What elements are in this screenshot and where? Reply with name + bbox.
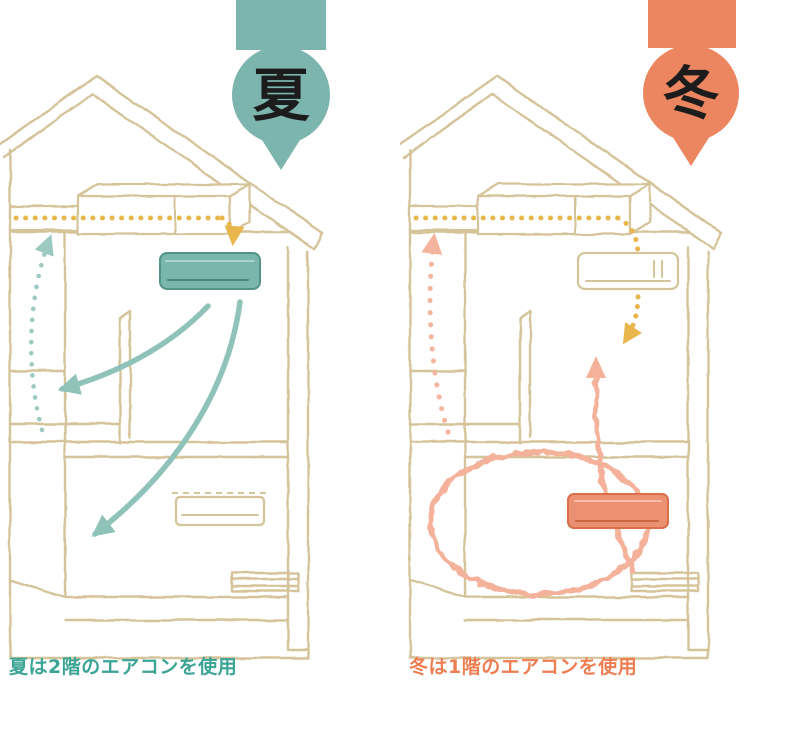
- winter-panel: 冬 冬は1階のエアコンを使用: [400, 0, 800, 742]
- badge-stem: [648, 0, 736, 48]
- summer-badge: 夏: [232, 0, 330, 170]
- cool-airflow-arrow-short: [57, 303, 211, 395]
- badge-stem: [236, 0, 326, 50]
- return-airflow-dotted-arrow: [421, 232, 451, 435]
- warm-air-circulation: [427, 373, 651, 597]
- second-floor-ac-unit-inactive: [576, 251, 680, 291]
- winter-house-illustration: 冬: [400, 0, 739, 660]
- summer-panel: 夏 夏は2階のエアコンを使用: [0, 0, 330, 678]
- duct-to-ac-arrow: [219, 215, 245, 246]
- summer-badge-label: 夏: [253, 63, 311, 129]
- ceiling-duct: [8, 182, 252, 236]
- first-floor-ac-unit-inactive: [172, 492, 268, 527]
- ceiling-duct: [408, 182, 652, 236]
- return-airflow-dotted-arrow: [28, 234, 54, 433]
- summer-house-illustration: 夏: [0, 0, 330, 660]
- cool-airflow-arrow-long: [91, 299, 243, 537]
- second-floor-ac-unit-active: [159, 252, 261, 290]
- winter-badge-label: 冬: [663, 61, 720, 127]
- winter-badge: 冬: [643, 0, 739, 166]
- badge-circle: [643, 45, 739, 141]
- warm-airflow-rising-arrow: [592, 373, 636, 575]
- summer-caption: 夏は2階のエアコンを使用: [9, 656, 238, 678]
- badge-pointer: [262, 140, 300, 170]
- warm-arrowhead: [586, 356, 606, 378]
- badge-circle: [232, 46, 330, 144]
- house-outline: [400, 74, 724, 660]
- badge-pointer: [672, 136, 710, 166]
- house-outline: [0, 74, 324, 660]
- first-floor-ac-unit-active: [567, 493, 669, 529]
- winter-caption: 冬は1階のエアコンを使用: [409, 656, 638, 678]
